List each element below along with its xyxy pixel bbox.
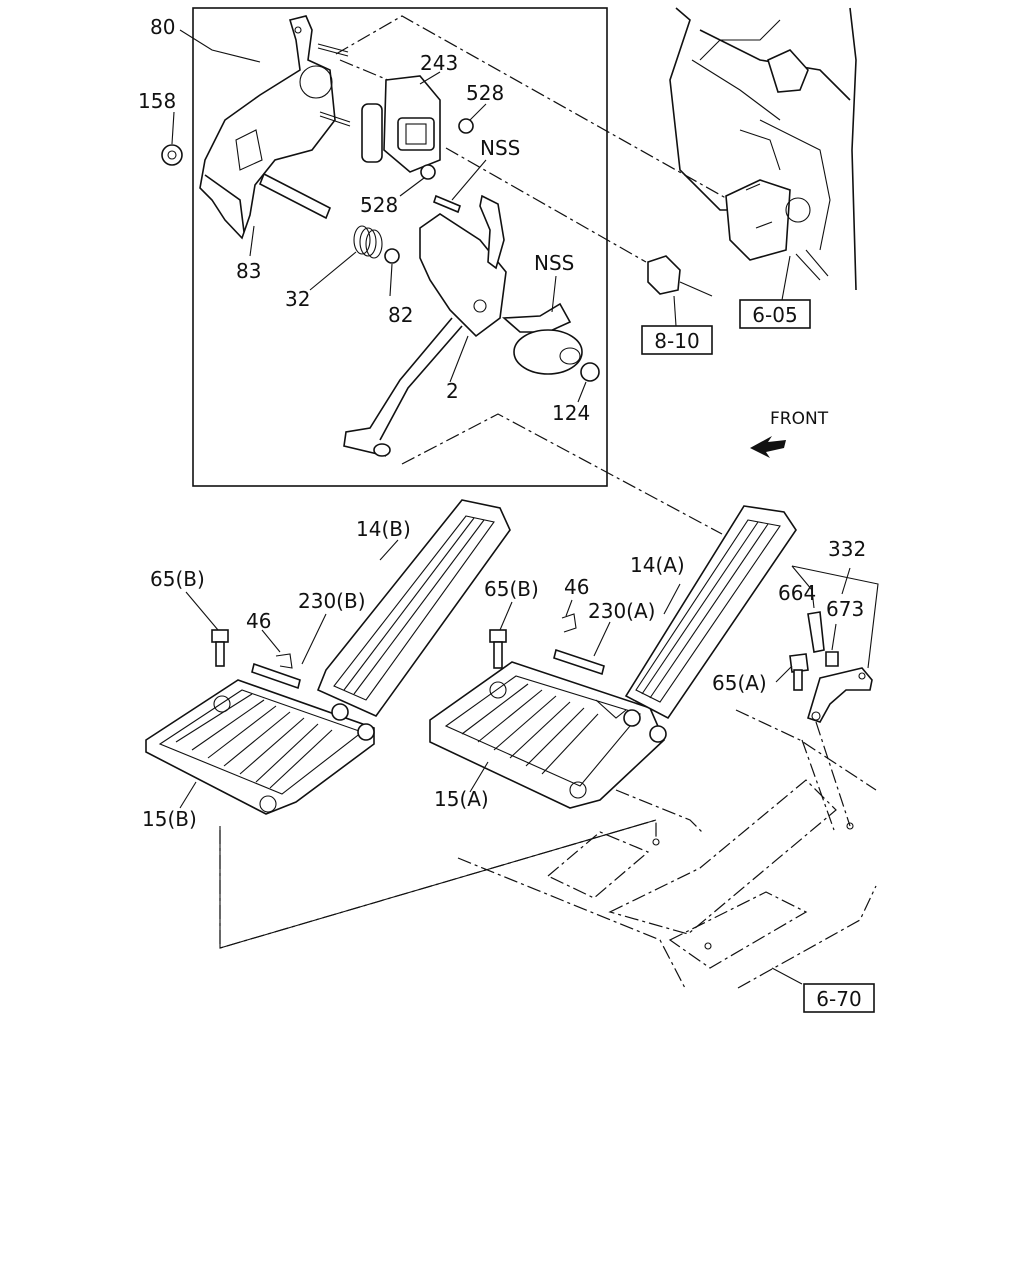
clip-46-a: [561, 613, 577, 633]
leaders-b: [179, 539, 399, 809]
label-528-lower: 528: [360, 193, 398, 217]
cab-structure: [669, 7, 857, 291]
sensor-nss: [501, 302, 583, 375]
sensor-243: [361, 75, 441, 173]
label-15a: 15(A): [434, 787, 489, 811]
label-32: 32: [285, 287, 310, 311]
dashdot-lines-upper: [335, 15, 741, 535]
leaders-box: [171, 29, 587, 403]
bushing-82: [384, 248, 400, 264]
ref-box-8-10: 8-10: [641, 325, 713, 355]
label-332: 332: [828, 537, 866, 561]
spring-32: [353, 225, 383, 259]
bracket-80: [199, 15, 336, 240]
floor-outline: [219, 709, 877, 991]
block-8-10: [647, 255, 681, 295]
ref-6-70: 6-70: [816, 987, 861, 1011]
label-528-upper: 528: [466, 81, 504, 105]
label-nss-upper: NSS: [480, 136, 520, 160]
label-82: 82: [388, 303, 413, 327]
label-14b: 14(B): [356, 517, 411, 541]
nut-158: [161, 144, 183, 166]
leaders-a: [469, 583, 681, 793]
nut-528-upper: [458, 118, 474, 134]
label-158: 158: [138, 89, 176, 113]
nut-124: [580, 362, 600, 382]
pin-230b: [251, 662, 301, 690]
label-nss-lower: NSS: [534, 251, 574, 275]
label-230a: 230(A): [588, 599, 655, 623]
label-2: 2: [446, 379, 459, 403]
label-65b-left: 65(B): [150, 567, 205, 591]
pedal-14b: [316, 499, 511, 741]
front-label: FRONT: [770, 409, 829, 429]
leaders-332: [775, 565, 879, 683]
label-673: 673: [826, 597, 864, 621]
ref-6-05: 6-05: [752, 303, 797, 327]
label-124: 124: [552, 401, 590, 425]
pin-230a: [553, 648, 605, 676]
pedal-14a: [623, 505, 797, 743]
label-14a: 14(A): [630, 553, 685, 577]
bracket-332: [789, 611, 873, 723]
label-65a: 65(A): [712, 671, 767, 695]
detail-box: [192, 7, 608, 487]
ref-8-10: 8-10: [654, 329, 699, 353]
label-65b-mid: 65(B): [484, 577, 539, 601]
nut-528-lower: [420, 164, 436, 180]
front-arrow: [750, 436, 786, 458]
label-46-mid: 46: [564, 575, 589, 599]
ref-box-6-70: 6-70: [803, 983, 875, 1013]
clip-46-b: [275, 653, 293, 669]
bolt-nss: [433, 194, 461, 214]
bolt-65b-left: [211, 629, 229, 667]
shaft: [258, 172, 332, 220]
label-83: 83: [236, 259, 261, 283]
label-243: 243: [420, 51, 458, 75]
label-80: 80: [150, 15, 175, 39]
ref-box-6-05: 6-05: [739, 299, 811, 329]
label-230b: 230(B): [298, 589, 366, 613]
bolt-65b-mid: [489, 629, 507, 669]
label-15b: 15(B): [142, 807, 197, 831]
floor-plate-15a: [429, 661, 665, 809]
pedal-arm-2: [343, 194, 507, 457]
label-46-left: 46: [246, 609, 271, 633]
label-664: 664: [778, 581, 816, 605]
